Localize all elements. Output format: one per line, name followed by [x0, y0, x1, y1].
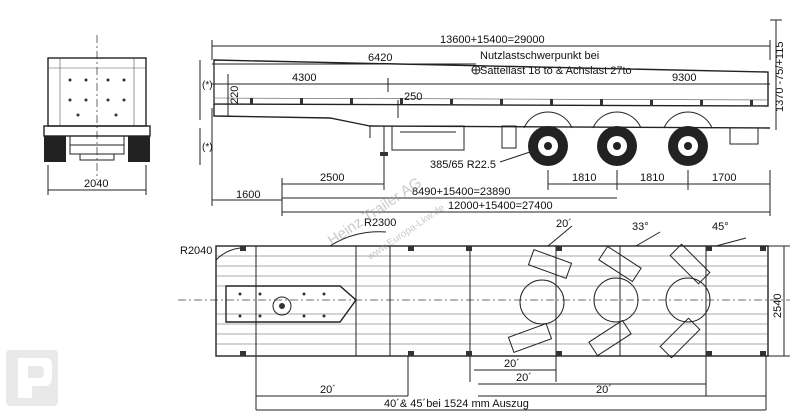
stake-pockets — [250, 98, 753, 106]
front-right-wheel — [128, 136, 150, 162]
dim-wheelbase: 8490+15400=23890 — [412, 186, 511, 198]
angle-20-b3-left: 20´ — [320, 384, 336, 396]
dim-1810-b: 1810 — [640, 172, 664, 184]
star-note-2: (*) — [202, 142, 213, 153]
top-view: R2300 R2040 20´ 33° 45° 2540 20´ 20´ 20´… — [178, 217, 790, 411]
footnote: 40´& 45´bei 1524 mm Auszug — [384, 398, 529, 410]
angle-33: 33° — [632, 221, 649, 233]
front-view: 2040 — [43, 35, 151, 195]
angle-45: 45° — [712, 221, 729, 233]
rear-light-box — [729, 127, 759, 145]
angle-20-b3: 20´ — [596, 384, 612, 396]
turn-circle-2 — [593, 277, 639, 323]
axle-wheels — [528, 126, 708, 166]
brand-logo — [6, 350, 58, 406]
turn-circle-1 — [519, 279, 565, 325]
twistlocks — [240, 246, 766, 356]
angle-20-top: 20´ — [556, 218, 572, 230]
radius-arc-2040 — [215, 247, 241, 261]
dim-9300: 9300 — [672, 72, 696, 84]
dim-1700: 1700 — [712, 172, 736, 184]
front-rivets — [68, 78, 126, 117]
front-left-wheel — [44, 136, 66, 162]
dim-250: 250 — [404, 91, 422, 103]
width-label: 2540 — [772, 294, 784, 318]
steered-wheels — [507, 243, 711, 359]
deck-outline — [215, 245, 769, 357]
plate-bolts — [238, 292, 326, 318]
dim-2500: 2500 — [320, 172, 344, 184]
radius-2040-label: R2040 — [180, 245, 212, 257]
deck-planks — [216, 255, 768, 345]
radius-arc-2300 — [329, 231, 387, 247]
dim-6420: 6420 — [368, 52, 392, 64]
side-view: 13600+15400=29000 6420 Nutzlastschwerpun… — [199, 19, 786, 216]
dim-1810-a: 1810 — [572, 172, 596, 184]
dim-4300: 4300 — [292, 72, 316, 84]
tire-label: 385/65 R22.5 — [430, 159, 496, 171]
height-label: 1370 -75/+115 — [774, 42, 786, 112]
kingpin-plate — [225, 285, 357, 323]
dim-220: 220 — [229, 86, 241, 104]
brand-logo-icon — [18, 358, 52, 398]
radius-2300-label: R2300 — [364, 217, 396, 229]
star-note-1: (*) — [202, 80, 213, 91]
angle-20-b1: 20´ — [504, 358, 520, 370]
chassis-frame — [213, 104, 771, 129]
front-width-label: 2040 — [84, 178, 108, 190]
total-length-label: 13600+15400=29000 — [440, 34, 545, 46]
turn-circle-3 — [665, 277, 711, 323]
angle-20-b2: 20´ — [516, 372, 532, 384]
annotation-line1: Nutzlastschwerpunkt bei — [480, 50, 599, 62]
dim-1600: 1600 — [236, 189, 260, 201]
kingpin-icon — [272, 296, 292, 316]
gear-box — [391, 125, 465, 151]
dim-rear-span: 12000+15400=27400 — [448, 200, 553, 212]
cross-members — [255, 246, 707, 356]
